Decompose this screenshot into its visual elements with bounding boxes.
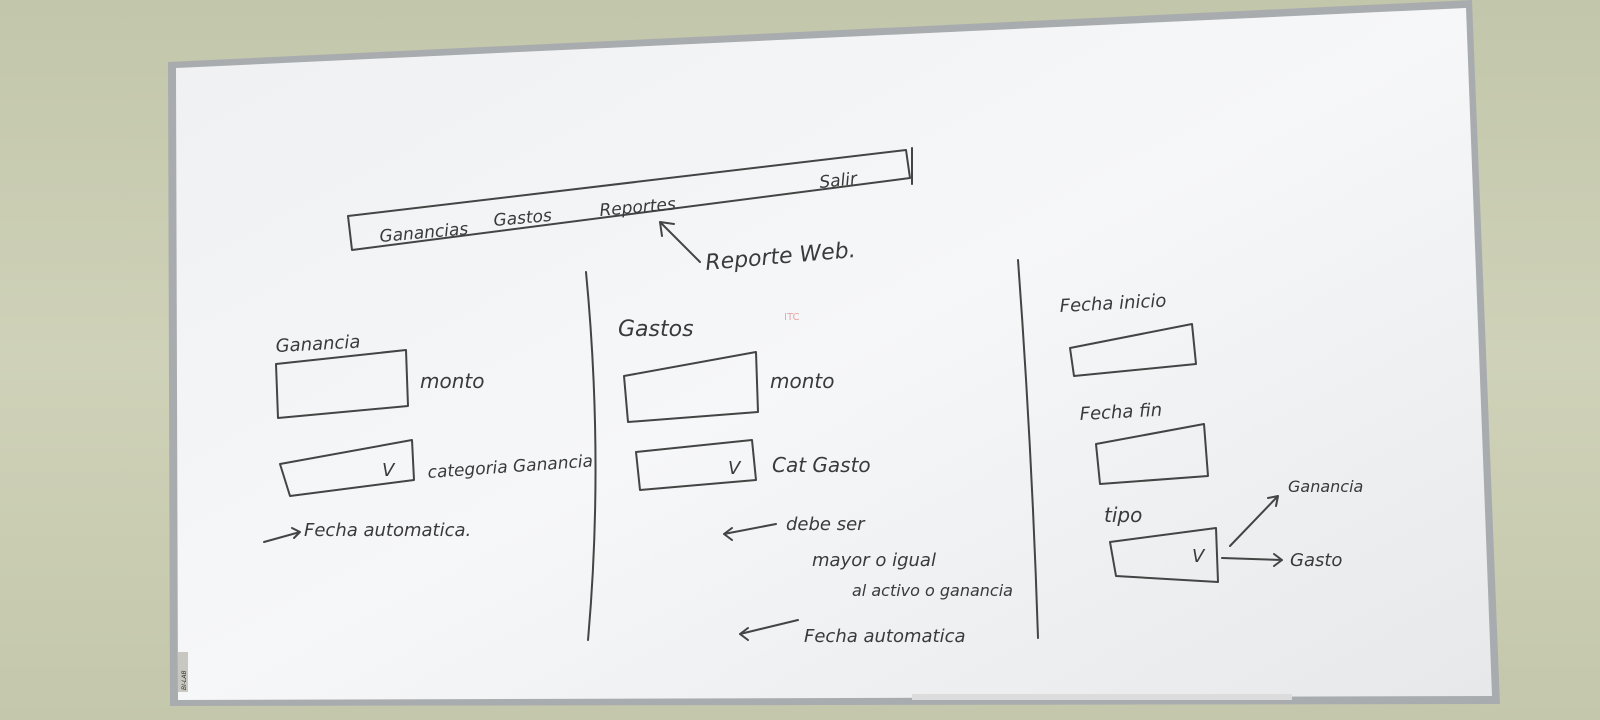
ganancia-note-arrow bbox=[263, 527, 301, 543]
ganancia-title: Ganancia bbox=[275, 332, 361, 357]
gastos-select-chevron[interactable]: V bbox=[728, 458, 742, 479]
gastos-monto-label: monto bbox=[770, 369, 834, 393]
gastos-categoria-select[interactable] bbox=[635, 439, 757, 491]
gastos-note-line1: debe ser bbox=[786, 514, 866, 535]
gastos-fecha-note: Fecha automatica bbox=[804, 626, 966, 647]
gastos-categoria-label: Cat Gasto bbox=[772, 453, 871, 477]
gastos-note-arrow bbox=[723, 523, 777, 541]
ganancia-note: Fecha automatica. bbox=[304, 520, 471, 541]
ganancia-monto-label: monto bbox=[420, 369, 484, 393]
ganancia-select-chevron[interactable]: V bbox=[382, 460, 396, 481]
gastos-note-line2: mayor o igual bbox=[812, 550, 936, 571]
marker-tray bbox=[912, 694, 1292, 700]
divider-left bbox=[585, 271, 597, 641]
gastos-monto-input[interactable] bbox=[623, 351, 759, 423]
fecha-fin-label: Fecha fin bbox=[1079, 400, 1163, 425]
tipo-label: tipo bbox=[1104, 503, 1142, 527]
gastos-fecha-arrow bbox=[739, 619, 799, 641]
navbar-outline bbox=[347, 149, 911, 251]
tipo-select[interactable] bbox=[1109, 527, 1219, 583]
tipo-gasto-arrow bbox=[1221, 553, 1283, 567]
tipo-ganancia-arrow bbox=[1229, 495, 1279, 547]
nav-item-salir[interactable]: Salir bbox=[818, 169, 859, 193]
report-arrow bbox=[659, 221, 701, 263]
tipo-option-gasto: Gasto bbox=[1290, 550, 1342, 571]
fecha-fin-input[interactable] bbox=[1095, 423, 1209, 485]
tipo-option-ganancia: Ganancia bbox=[1288, 477, 1363, 496]
board-corner-sticker bbox=[178, 652, 188, 692]
board-corner-label: BI-LAB bbox=[181, 670, 188, 690]
fecha-inicio-input[interactable] bbox=[1069, 323, 1197, 377]
ganancia-categoria-select[interactable] bbox=[279, 439, 415, 497]
whiteboard-surface bbox=[176, 8, 1492, 700]
gastos-title: Gastos bbox=[618, 317, 694, 342]
gastos-red-mark: ITC bbox=[784, 312, 799, 323]
tipo-select-chevron[interactable]: V bbox=[1192, 546, 1206, 567]
gastos-note-line3: al activo o ganancia bbox=[852, 581, 1013, 600]
ganancia-monto-input[interactable] bbox=[275, 349, 409, 419]
divider-right bbox=[1017, 259, 1039, 639]
